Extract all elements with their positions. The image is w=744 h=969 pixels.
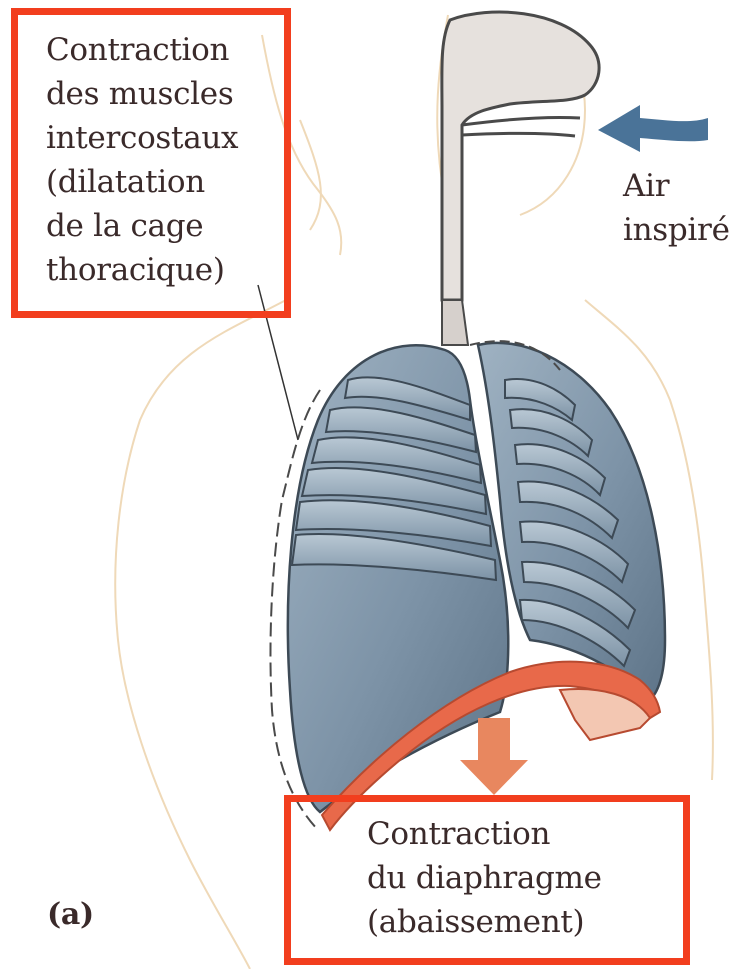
air-arrow-icon — [598, 105, 708, 152]
diaphragm-label: Contraction du diaphragme (abaissement) — [367, 812, 687, 944]
air-inspired-label: Air inspiré — [623, 164, 743, 252]
airway — [442, 12, 599, 345]
diaphragm-down-arrow-icon — [460, 718, 528, 795]
panel-label: (a) — [47, 895, 94, 935]
intercostal-label: Contraction des muscles intercostaux (di… — [46, 28, 286, 292]
